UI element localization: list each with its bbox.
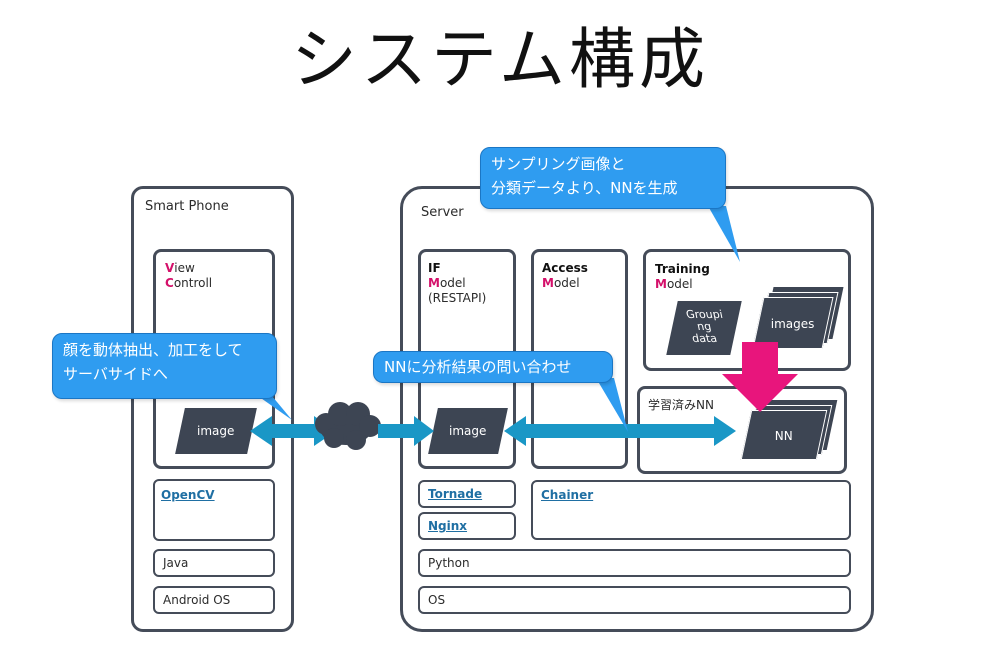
if-subtitle: (RESTAPI) [428, 291, 487, 305]
access-model-label: Access Model [542, 261, 588, 291]
opencv-link[interactable]: OpenCV [161, 488, 215, 502]
training-down-arrow [722, 342, 798, 412]
trained-nn-label: 学習済みNN [648, 398, 714, 412]
query-callout-tail [596, 378, 628, 432]
tornade-box [418, 480, 516, 508]
opencv-box [153, 479, 275, 541]
python-box [418, 549, 851, 577]
controll-rest: ontroll [173, 276, 213, 290]
if-model-initial: M [428, 276, 440, 290]
java-box [153, 549, 275, 577]
access-model-rest: odel [553, 276, 580, 290]
os-box [418, 586, 851, 614]
query-callout: NNに分析結果の問い合わせ [373, 351, 613, 383]
android-label: Android OS [163, 593, 231, 607]
chainer-box [531, 480, 851, 540]
training-model-label: Training Model [655, 262, 710, 292]
view-initial: V [165, 261, 175, 275]
chainer-link[interactable]: Chainer [541, 488, 594, 502]
if-model-rest: odel [439, 276, 466, 290]
access-model-initial: M [542, 276, 554, 290]
cloud-icon [315, 402, 381, 450]
view-rest: iew [174, 261, 195, 275]
view-controller-label: View Controll [165, 261, 212, 291]
training-callout: サンプリング画像と 分類データより、NNを生成 [480, 147, 726, 209]
phone-callout-line1: 顔を動体抽出、加工をして [63, 341, 243, 359]
phone-callout-line2: サーバサイドへ [63, 365, 168, 383]
phone-callout: 顔を動体抽出、加工をして サーバサイドへ [52, 333, 277, 399]
java-label: Java [163, 556, 189, 570]
nginx-box [418, 512, 516, 540]
os-label: OS [428, 593, 446, 607]
tornade-link[interactable]: Tornade [428, 487, 483, 501]
page-title: システム構成 [290, 21, 710, 98]
access-title: Access [542, 261, 588, 275]
image-nn-arrow [504, 416, 736, 446]
if-title: IF [428, 261, 441, 275]
query-callout-text: NNに分析結果の問い合わせ [384, 358, 572, 376]
training-title: Training [655, 262, 710, 276]
smartphone-label: Smart Phone [145, 199, 229, 214]
training-callout-line2: 分類データより、NNを生成 [491, 179, 678, 197]
cloud-server-arrow [378, 416, 434, 446]
android-box [153, 586, 275, 614]
training-model-initial: M [655, 277, 667, 291]
server-label: Server [421, 205, 464, 220]
phone-callout-tail [258, 396, 292, 420]
training-callout-line1: サンプリング画像と [491, 155, 626, 173]
training-callout-tail [708, 206, 740, 262]
if-model-label: IF Model (RESTAPI) [428, 261, 486, 306]
training-model-rest: odel [666, 277, 693, 291]
nginx-link[interactable]: Nginx [428, 519, 468, 533]
python-label: Python [428, 556, 470, 570]
controll-initial: C [165, 276, 174, 290]
